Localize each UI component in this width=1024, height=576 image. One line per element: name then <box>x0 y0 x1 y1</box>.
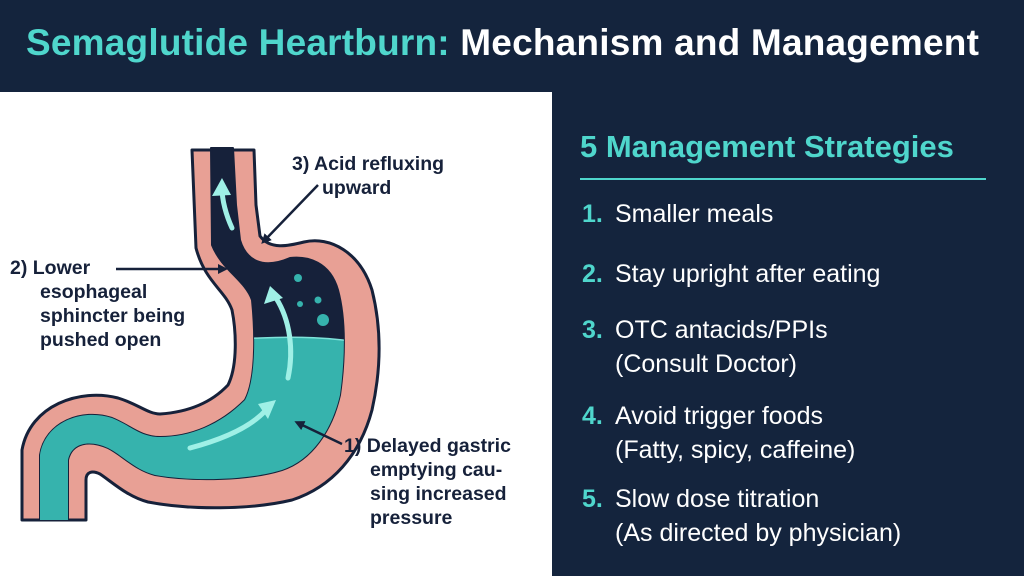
strategy-number: 3. <box>582 316 603 344</box>
strategy-text: OTC antacids/PPIs <box>615 316 828 344</box>
stomach-diagram-panel: 3) Acid refluxing upward 2) Lower esopha… <box>0 92 552 576</box>
strategies-title: 5 Management Strategies <box>580 129 954 164</box>
label-sphincter: 2) Lower esophageal sphincter being push… <box>10 256 185 352</box>
circulation-arrow <box>187 407 269 451</box>
strategies-panel: 5 Management Strategies 1. Smaller meals… <box>552 92 1024 576</box>
strategy-number: 1. <box>582 200 603 228</box>
strategy-number: 5. <box>582 485 603 513</box>
strategy-subtext: (Fatty, spicy, caffeine) <box>615 436 856 464</box>
reflux-arrow-esophagus-head <box>212 178 231 196</box>
bubble-2 <box>314 296 322 304</box>
strategy-text: Smaller meals <box>615 200 774 228</box>
strategy-text: Slow dose titration <box>615 485 820 513</box>
label-line: pressure <box>370 507 453 529</box>
strategies-divider <box>580 178 986 180</box>
label-line: 2) Lower <box>10 257 91 279</box>
label-line: emptying cau- <box>370 459 503 481</box>
label-line: pushed open <box>40 329 162 351</box>
strategy-text: Stay upright after eating <box>615 260 881 288</box>
strategy-subtext: (As directed by physician) <box>615 519 902 547</box>
strategy-number: 4. <box>582 402 603 430</box>
header-banner: Semaglutide Heartburn: Mechanism and Man… <box>0 0 1024 92</box>
label-line: upward <box>322 177 392 199</box>
label-acid-reflux: 3) Acid refluxing upward <box>292 152 444 200</box>
label-line: esophageal <box>40 281 148 303</box>
title-rest: Mechanism and Management <box>449 22 980 63</box>
strategy-text: Avoid trigger foods <box>615 402 823 430</box>
bubble-4 <box>317 314 329 326</box>
bubble-3 <box>297 301 303 307</box>
label-line: 3) Acid refluxing <box>292 153 445 175</box>
bubble-1 <box>294 274 302 282</box>
title-accent: Semaglutide Heartburn: <box>26 22 450 63</box>
label-line: sphincter being <box>40 305 186 327</box>
reflux-arrow-body <box>273 295 294 381</box>
strategy-number: 2. <box>582 260 603 288</box>
label-delayed-emptying: 1) Delayed gastric emptying cau- sing in… <box>344 434 511 530</box>
callout-line-delayed <box>294 421 343 446</box>
label-line: 1) Delayed gastric <box>344 435 511 457</box>
reflux-arrow-body-head <box>264 286 283 304</box>
callout-line-acid <box>261 184 319 244</box>
label-line: sing increased <box>370 483 507 505</box>
strategy-subtext: (Consult Doctor) <box>615 350 797 378</box>
stomach-illustration <box>20 147 381 522</box>
circulation-arrow-head <box>258 400 276 419</box>
page-title: Semaglutide Heartburn: Mechanism and Man… <box>26 22 979 64</box>
